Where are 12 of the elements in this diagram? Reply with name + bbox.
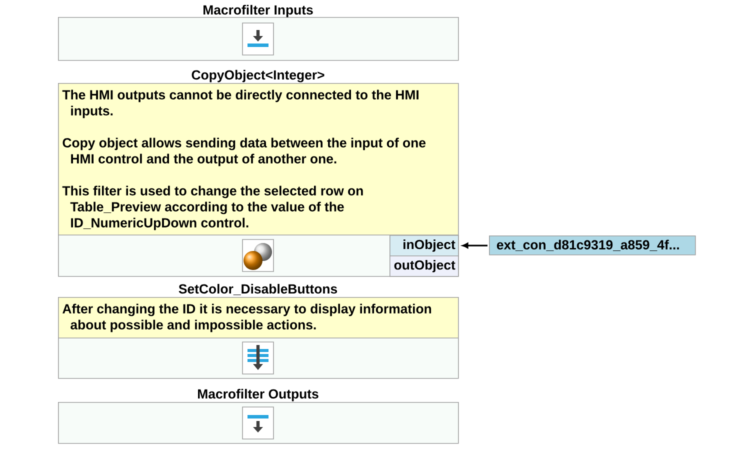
description-text: The HMI outputs cannot be directly connected to the HMI inputs. [62, 90, 418, 118]
box-title: Macrofilter Outputs [198, 388, 318, 402]
box-title: Macrofilter Inputs [204, 4, 313, 18]
description-text: Copy object allows sending data between the input of one HMI control and the output of another one. [62, 138, 426, 166]
port-cell: outObject [390, 256, 459, 277]
connection-box: ext_con_d81c9319_a859_4f... [489, 236, 696, 256]
port-cell: inObject [390, 234, 459, 256]
box-title: SetColor_DisableButtons [178, 284, 338, 296]
description-text: After changing the ID it is necessary to display information about possible and impossible actions. [62, 304, 432, 332]
box-title: CopyObject<Integer> [192, 70, 324, 82]
arrow [462, 242, 488, 248]
description-text: This filter is used to change the selected row on Table_Preview according to the value of the ID_NumericUpDown control. [62, 186, 363, 230]
